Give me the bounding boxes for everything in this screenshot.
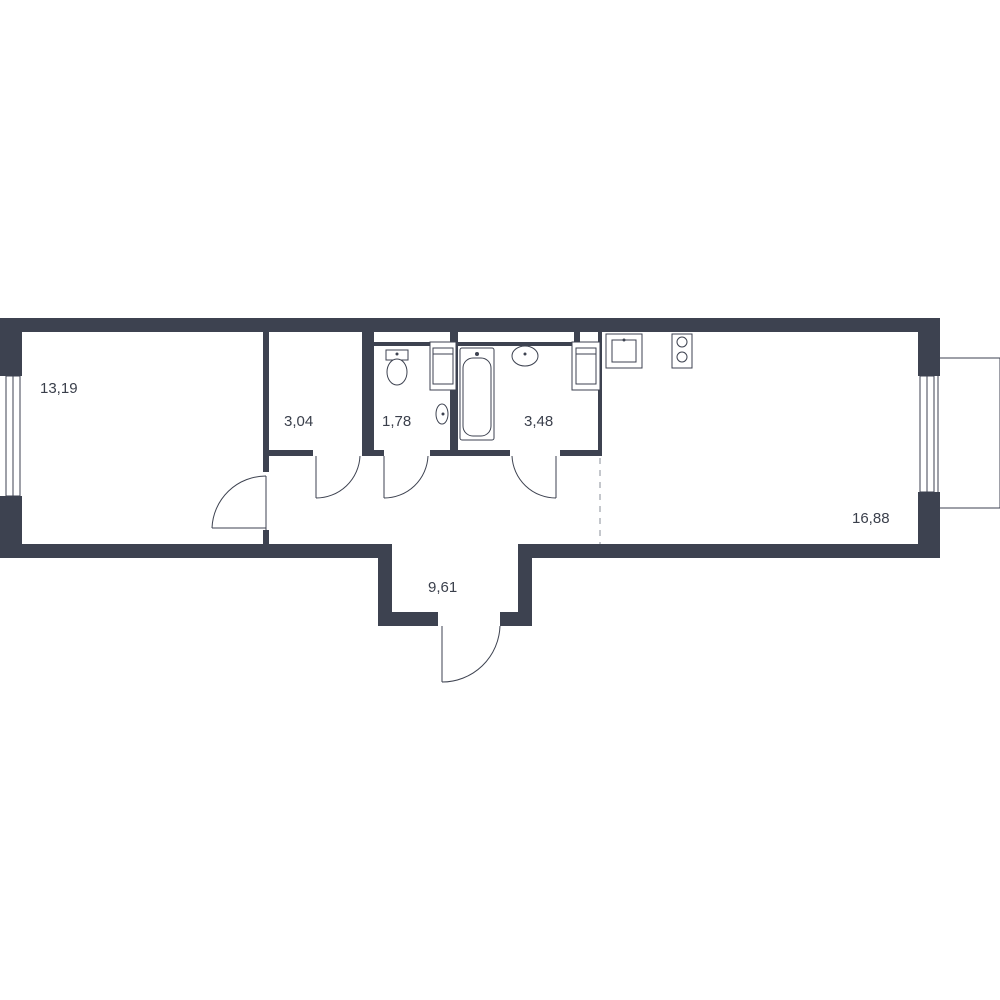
- room-3-area: 1,78: [382, 413, 411, 430]
- room-2-area: 3,04: [284, 413, 313, 430]
- interior-walls: [263, 332, 602, 544]
- window-right: [919, 375, 935, 493]
- kitchen-sink-icon: [605, 333, 643, 369]
- stove-icon: [671, 333, 693, 369]
- window-left: [5, 375, 21, 497]
- outer-walls: [0, 318, 940, 626]
- toilet-icon: [385, 349, 409, 386]
- washer-right-icon: [571, 341, 601, 391]
- room-4-area: 3,48: [524, 413, 553, 430]
- sink-small-icon: [435, 403, 449, 425]
- room-1-area: 13,19: [40, 380, 78, 397]
- balcony: [937, 357, 1000, 509]
- room-6-area: 9,61: [428, 579, 457, 596]
- room-5-area: 16,88: [852, 510, 890, 527]
- sink-icon: [511, 345, 539, 367]
- washer-left-icon: [429, 341, 457, 391]
- doors: [211, 455, 557, 683]
- bathtub-icon: [459, 347, 495, 441]
